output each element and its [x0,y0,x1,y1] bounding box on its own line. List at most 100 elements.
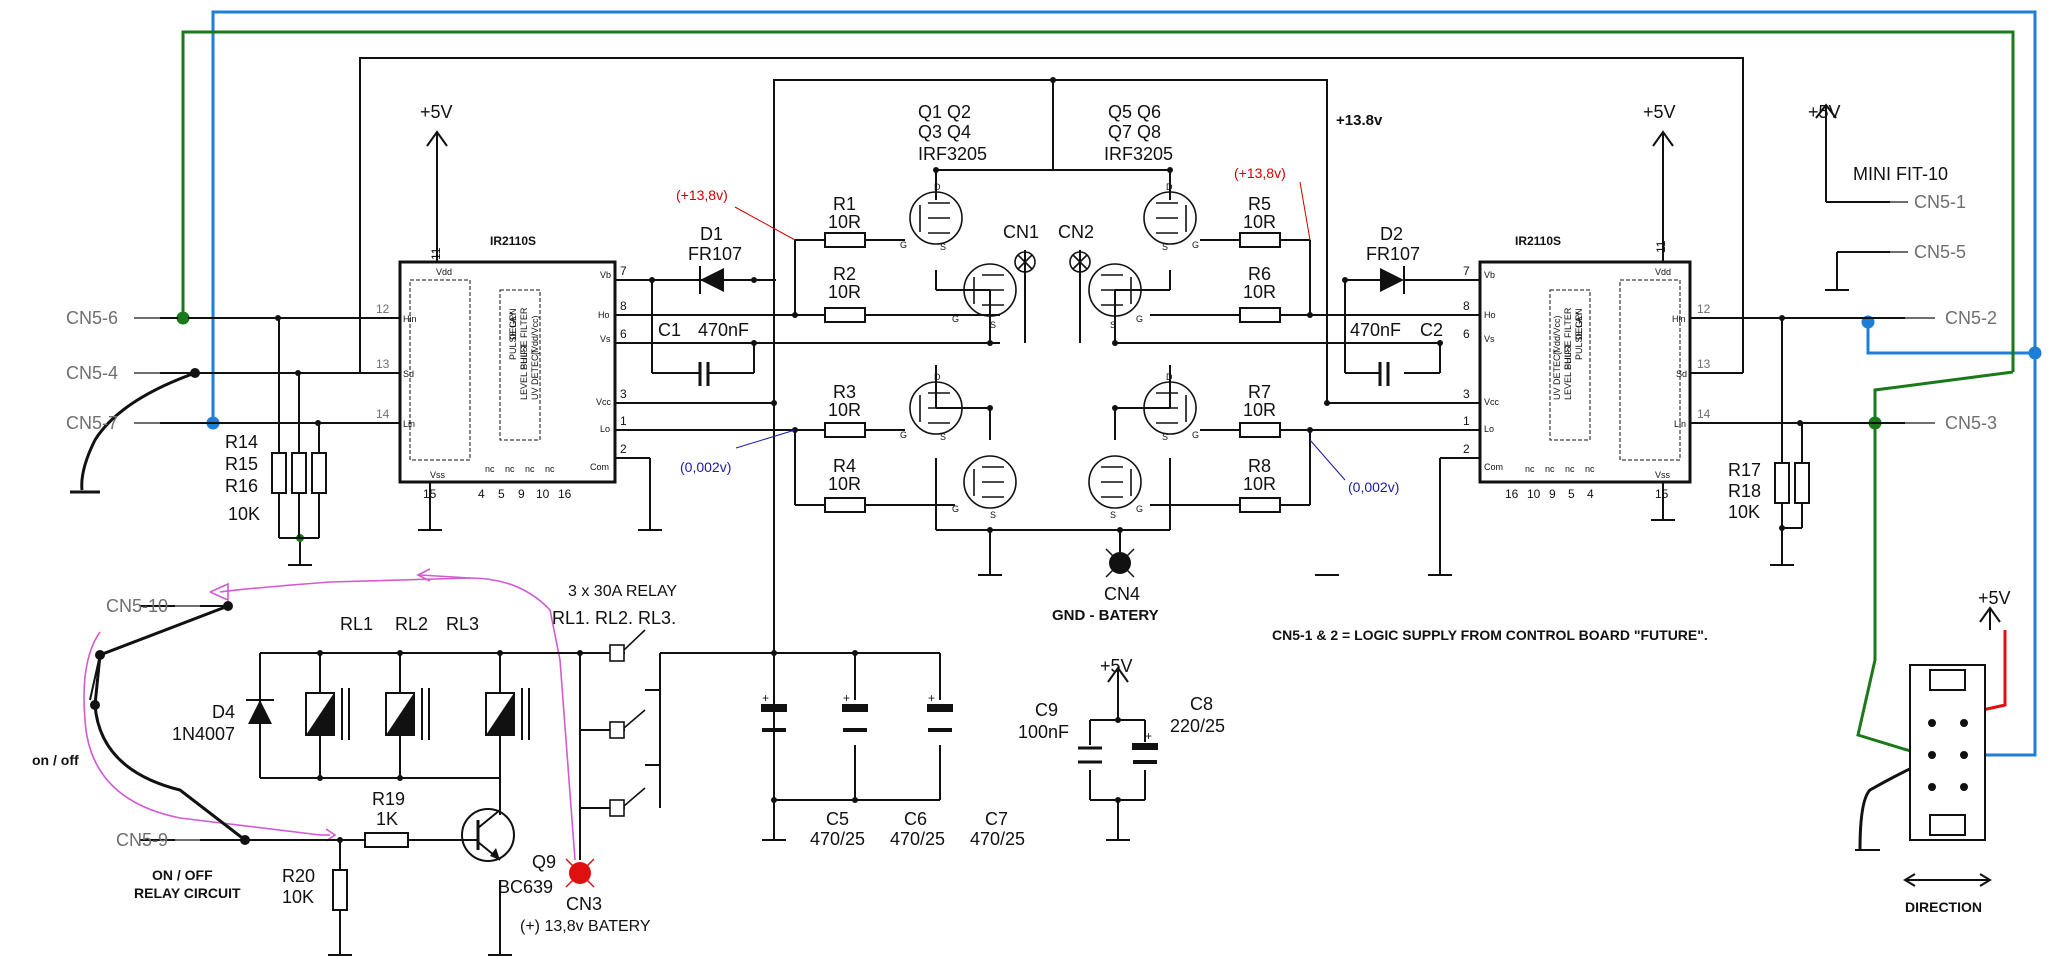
ic-left-com: Com [590,462,609,472]
logic-supply-note: CN5-1 & 2 = LOGIC SUPPLY FROM CONTROL BO… [1272,627,1708,643]
r6-label: R6 [1248,264,1271,284]
v-high-leaders [734,181,1311,241]
r17-18-value: 10K [1728,502,1760,522]
q5-g: G [1192,240,1199,250]
r20-icon [332,869,348,911]
r16-icon [311,452,327,494]
r8-value: 10R [1243,474,1276,494]
ic-right-pin-7: 7 [1463,264,1470,278]
r8-label: R8 [1248,456,1271,476]
ic-right-pulse-filter: PULSE FILTER [1563,307,1573,370]
cn4-terminal-icon [1105,540,1135,578]
ic-right-label: IR2110S [1515,234,1561,248]
ic-right-nc2: nc [1545,464,1555,474]
ic-left-lo: Lo [600,424,610,434]
q3-d: D [934,372,941,382]
q6-g: G [1136,314,1143,324]
q4-g: G [952,504,959,514]
ic-right-pin-6: 6 [1463,327,1470,341]
r1-value: 10R [828,212,861,232]
relay-title: 3 x 30A RELAY [568,583,677,600]
q-left-line3: IRF3205 [918,144,987,164]
r6-icon [1239,307,1281,323]
r14-icon [271,452,287,494]
mosfet-pin-labels: D G S G S D G S G S D G S G S D G S G S [900,182,1199,520]
cn2-label: CN2 [1058,222,1094,242]
r3-icon [824,422,866,438]
r15-icon [291,452,307,494]
ic-left-delay: DELAY [508,311,518,340]
ic-right-pin-5: 5 [1568,487,1575,501]
ic-right-pin-10: 10 [1527,487,1541,501]
on-off-label: on / off [32,752,79,768]
ic-right-nc1: nc [1525,464,1535,474]
d1-label: D1 [700,224,723,244]
ic-left-pin-16: 16 [558,487,572,501]
wire-network [140,57,2001,956]
connector-stubs [134,201,1935,841]
v-high-right: (+13,8v) [1234,165,1286,181]
v-low-leaders [735,429,1346,481]
ic-left-hin: Hin [403,314,417,324]
cn2-marker-icon [1069,251,1091,273]
r8-icon [1239,497,1281,513]
diode-d1-icon [699,266,724,294]
r1-icon [824,232,866,248]
q9-label: Q9 [532,852,556,872]
c8-label: C8 [1190,694,1213,714]
r18-label: R18 [1728,481,1761,501]
cn4-label: CN4 [1104,584,1140,604]
ic-left-pin-8: 8 [620,299,627,313]
r7-value: 10R [1243,400,1276,420]
svg-text:+: + [762,691,769,705]
ic-right-vddvcc: (Vdd/Vcc) [1552,315,1562,355]
q9-value: BC639 [498,877,553,897]
direction-arrow-icon [1903,873,1992,887]
mosfet-q4-icon [963,455,1017,509]
cn5-4-label: CN5-4 [66,363,118,383]
r15-label: R15 [225,454,258,474]
relay-circuit-line1: ON / OFF [152,867,213,883]
c1-label: C1 [658,320,681,340]
magenta-current-flow [83,568,576,861]
cn4-desc: GND - BATERY [1052,607,1159,624]
ic-right-lo: Lo [1484,424,1494,434]
ic-right-pin-11: 11 [1654,240,1668,253]
q3-g: G [900,430,907,440]
r14-16-value: 10K [228,504,260,524]
r2-icon [824,307,866,323]
r16-label: R16 [225,476,258,496]
ic-right-level-shift: LEVEL SHIFT [1563,343,1573,400]
cn3-label: CN3 [566,894,602,914]
mosfet-q6-icon [1088,263,1142,317]
cn5-3-label: CN5-3 [1945,413,1997,433]
ic-left-level-shift: LEVEL SHIFT [519,343,529,400]
p5v-minifit-label: +5V [1808,102,1841,122]
ic-right-nc4: nc [1585,464,1595,474]
q-right-line3: IRF3205 [1104,144,1173,164]
ic-left-vddvcc: (Vdd/Vcc) [530,315,540,355]
ic-left-vdd: Vdd [436,267,452,277]
ic-right-pin-16: 16 [1505,487,1519,501]
q-left-line1: Q1 Q2 [918,102,971,122]
diode-d4-icon [246,653,274,724]
ic-right-ho: Ho [1484,310,1496,320]
r3-value: 10R [828,400,861,420]
c6-label: C6 [904,809,927,829]
c9-value: 100nF [1018,722,1069,742]
r4-label: R4 [833,456,856,476]
cn5-2-label: CN5-2 [1945,308,1997,328]
relay-coils [305,688,530,740]
relay-rl3-icon [485,688,530,740]
r2-label: R2 [833,264,856,284]
diode-d2-icon [1380,266,1405,294]
ic-right-lin: Lin [1674,419,1686,429]
q-left-line2: Q3 Q4 [918,122,971,142]
c7-value: 470/25 [970,829,1025,849]
r19-icon [364,832,409,848]
ic-left-pin-3: 3 [620,387,627,401]
relay-contacts-icon [609,629,646,817]
ic-left-ho: Ho [598,310,610,320]
ic-right-pin-14: 14 [1697,407,1711,421]
relay-rl2-icon [385,688,430,740]
